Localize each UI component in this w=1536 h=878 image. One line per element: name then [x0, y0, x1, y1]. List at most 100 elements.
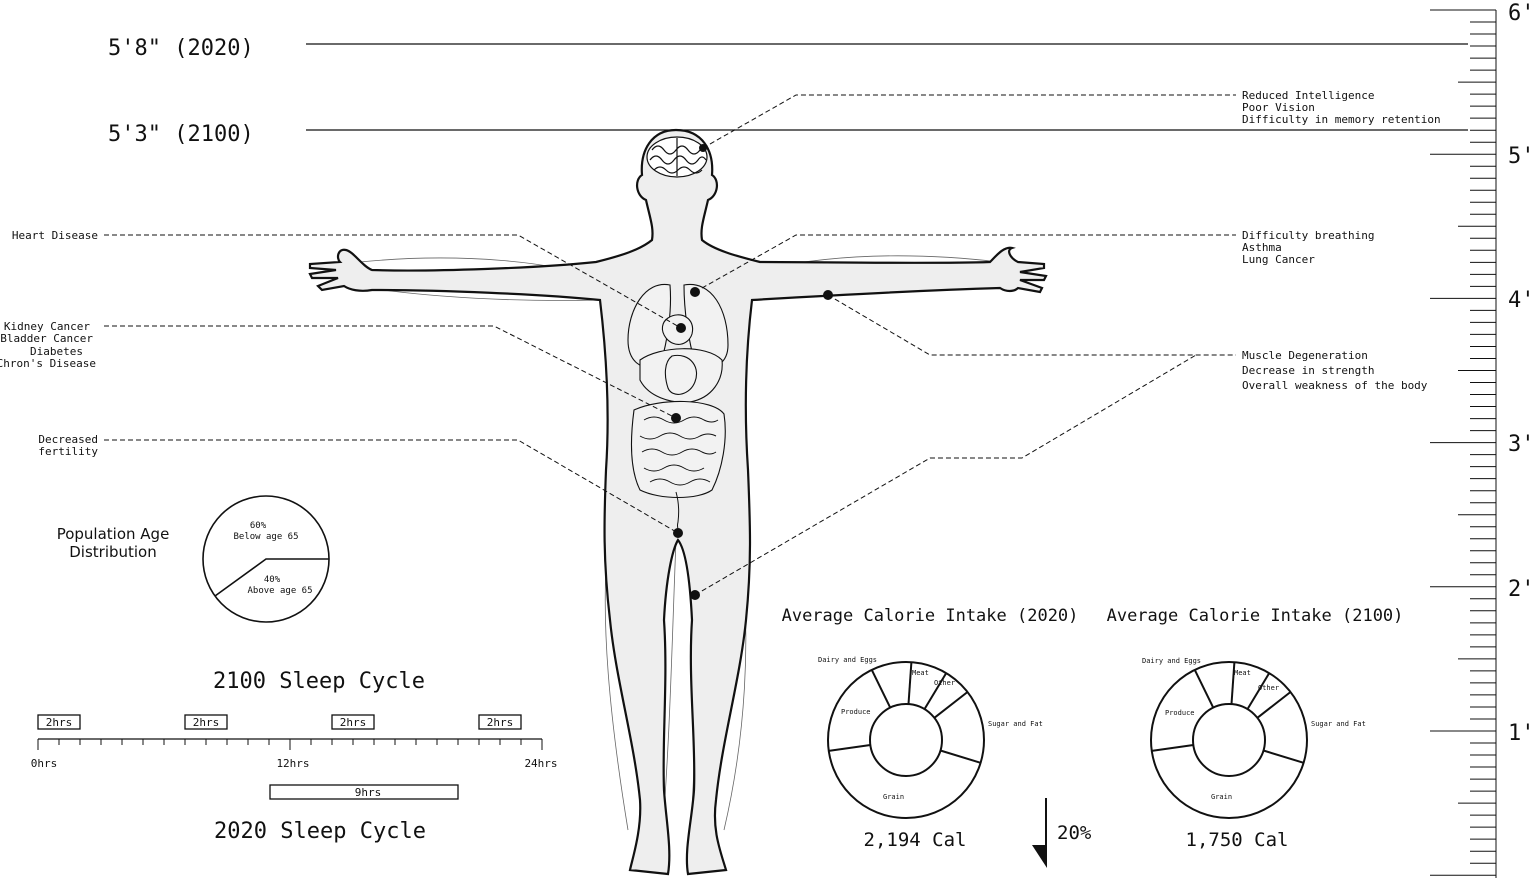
seg-2100-meat: Meat [1234, 669, 1251, 677]
calorie-title-2100: Average Calorie Intake (2100) [1107, 606, 1404, 626]
leader-muscle-arm [827, 294, 1236, 356]
seg-2020-grain: Grain [883, 793, 904, 801]
annotation-brain-2: Poor Vision [1242, 101, 1315, 114]
height-label-2100: 5'3" (2100) [108, 122, 254, 147]
pie-below-pct: 60% [250, 521, 267, 531]
seg-2100-produce: Produce [1165, 709, 1195, 717]
donut-2020-divider-2 [923, 672, 948, 710]
pie-below-label: Below age 65 [233, 532, 298, 542]
sleep-title-2020: 2020 Sleep Cycle [214, 819, 426, 844]
annotation-lungs-3: Lung Cancer [1242, 253, 1315, 266]
nap-box-3 [331, 714, 375, 730]
annotation-kidney-1: Kidney Cancer [4, 320, 90, 333]
leader-lungs [694, 234, 1236, 293]
ruler-label-4: 4' [1508, 288, 1535, 313]
annotation-lungs-1: Difficulty breathing [1242, 229, 1374, 242]
nap-label-3: 2hrs [340, 716, 367, 729]
annotation-heart-1: Heart Disease [12, 229, 98, 242]
human-figure [308, 128, 1048, 876]
down-arrow-icon [1032, 845, 1047, 868]
annotation-kidney-3: Diabetes [30, 345, 83, 358]
donut-2100-inner-ring [1192, 703, 1266, 777]
donut-2020-divider-3 [933, 691, 969, 719]
donut-2020-divider-5 [828, 744, 871, 752]
pie-title-line1: Population Age [57, 525, 170, 543]
height-ruler [1430, 9, 1497, 878]
calorie-change-indicator: 20% [1032, 798, 1092, 868]
intestines-organ [630, 400, 726, 498]
seg-2020-meat: Meat [912, 669, 929, 677]
seg-2100-dairy: Dairy and Eggs [1142, 657, 1201, 665]
axis-label-24: 24hrs [524, 757, 557, 770]
organs-illustration [627, 283, 729, 498]
donut-2100-divider-2 [1246, 672, 1271, 710]
pie-above-label: Above age 65 [247, 586, 312, 596]
annotation-kidney: Kidney Cancer Bladder Cancer Diabetes Ch… [0, 320, 96, 370]
calorie-chart-2100: Average Calorie Intake (2100) Dairy and … [1107, 606, 1404, 851]
annotation-muscle-3: Overall weakness of the body [1242, 379, 1428, 392]
pie-divider [214, 558, 329, 597]
calorie-total-2100: 1,750 Cal [1186, 829, 1289, 851]
seg-2020-produce: Produce [841, 708, 871, 716]
calorie-chart-2020: Average Calorie Intake (2020) Dairy and … [782, 606, 1079, 851]
annotation-fertility: Decreased fertility [38, 433, 98, 458]
stomach-organ [664, 354, 698, 395]
leader-fertility [104, 439, 679, 534]
intestine-coils [639, 416, 719, 535]
leader-heart [104, 234, 682, 329]
ruler-label-2: 2' [1508, 577, 1535, 602]
donut-2020-divider-0 [870, 669, 892, 709]
axis-label-12: 12hrs [276, 757, 309, 770]
nap-label-2: 2hrs [193, 716, 220, 729]
calorie-donut-2020 [827, 661, 985, 819]
ruler-label-3: 3' [1508, 432, 1535, 457]
donut-2020-inner-ring [869, 703, 943, 777]
sleep-cycle-diagram: 2100 Sleep Cycle 2hrs 2hrs 2hrs 2hrs 0hr… [31, 669, 558, 844]
donut-2100-divider-1 [1230, 662, 1236, 705]
calorie-change-pct: 20% [1057, 822, 1092, 844]
annotation-muscle: Muscle Degeneration Decrease in strength… [1242, 349, 1428, 392]
calorie-total-2020: 2,194 Cal [864, 829, 967, 851]
nap-box-1 [37, 714, 81, 730]
height-label-2020: 5'8" (2020) [108, 36, 254, 61]
sleep-title-2100: 2100 Sleep Cycle [213, 669, 425, 694]
donut-2020-divider-1 [907, 662, 913, 705]
donut-2100-divider-3 [1256, 691, 1292, 719]
ruler-label-1: 1' [1508, 721, 1535, 746]
seg-2100-grain: Grain [1211, 793, 1232, 801]
sleep-axis-ticks [37, 739, 543, 750]
nap-box-4 [478, 714, 522, 730]
annotation-brain: Reduced Intelligence Poor Vision Difficu… [1242, 89, 1441, 126]
pie-title-line2: Distribution [69, 543, 157, 561]
seg-2100-other: Other [1258, 684, 1279, 692]
ruler-label-5: 5' [1508, 144, 1535, 169]
annotation-kidney-2: Bladder Cancer [0, 332, 93, 345]
ruler-label-6: 6' [1508, 1, 1535, 26]
sleep-bar-2020-label: 9hrs [355, 786, 382, 799]
seg-2020-other: Other [934, 679, 955, 687]
annotation-fertility-1: Decreased [38, 433, 98, 446]
leader-kidney [104, 325, 677, 419]
annotation-heart: Heart Disease [12, 229, 98, 242]
annotation-muscle-2: Decrease in strength [1242, 364, 1374, 377]
pie-above-pct: 40% [264, 575, 281, 585]
nap-box-2 [184, 714, 228, 730]
calorie-donut-2100 [1150, 661, 1308, 819]
dot-fertility [673, 528, 683, 538]
leader-muscle-thigh [694, 354, 1197, 596]
donut-2100-divider-0 [1193, 669, 1215, 709]
seg-2020-sugar: Sugar and Fat [988, 720, 1043, 728]
nap-label-1: 2hrs [46, 716, 73, 729]
leader-brain [702, 94, 1236, 149]
donut-2100-divider-4 [1263, 749, 1304, 764]
nap-label-4: 2hrs [487, 716, 514, 729]
donut-2100-divider-5 [1151, 744, 1194, 752]
annotation-lungs: Difficulty breathing Asthma Lung Cancer [1242, 229, 1374, 266]
annotation-muscle-1: Muscle Degeneration [1242, 349, 1368, 362]
calorie-title-2020: Average Calorie Intake (2020) [782, 606, 1079, 626]
sleep-bar-2020 [269, 784, 459, 800]
annotation-fertility-2: fertility [38, 445, 98, 458]
ruler-labels: 6' 5' 4' 3' 2' 1' [1508, 1, 1535, 746]
seg-2100-sugar: Sugar and Fat [1311, 720, 1366, 728]
donut-2020-divider-4 [940, 749, 981, 764]
